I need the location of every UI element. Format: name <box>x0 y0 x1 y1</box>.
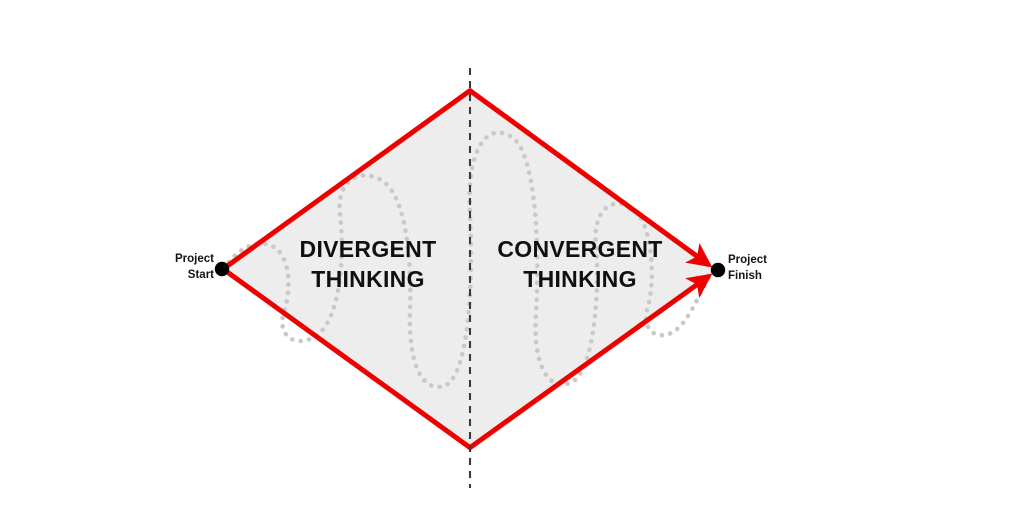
diamond-edge-upper-right <box>468 88 713 268</box>
diamond-edge-lower-right <box>468 273 713 450</box>
diamond-edge-lower-left <box>221 267 473 451</box>
divergent-thinking-label: DIVERGENT THINKING <box>299 236 437 293</box>
diamond-edge-upper-left <box>221 88 473 271</box>
project-start-label: Project Start <box>175 253 214 282</box>
convergent-thinking-label: CONVERGENT THINKING <box>497 236 663 293</box>
project-start-dot <box>214 261 230 277</box>
project-finish-dot <box>710 262 726 278</box>
project-finish-label: Project Finish <box>728 254 767 283</box>
